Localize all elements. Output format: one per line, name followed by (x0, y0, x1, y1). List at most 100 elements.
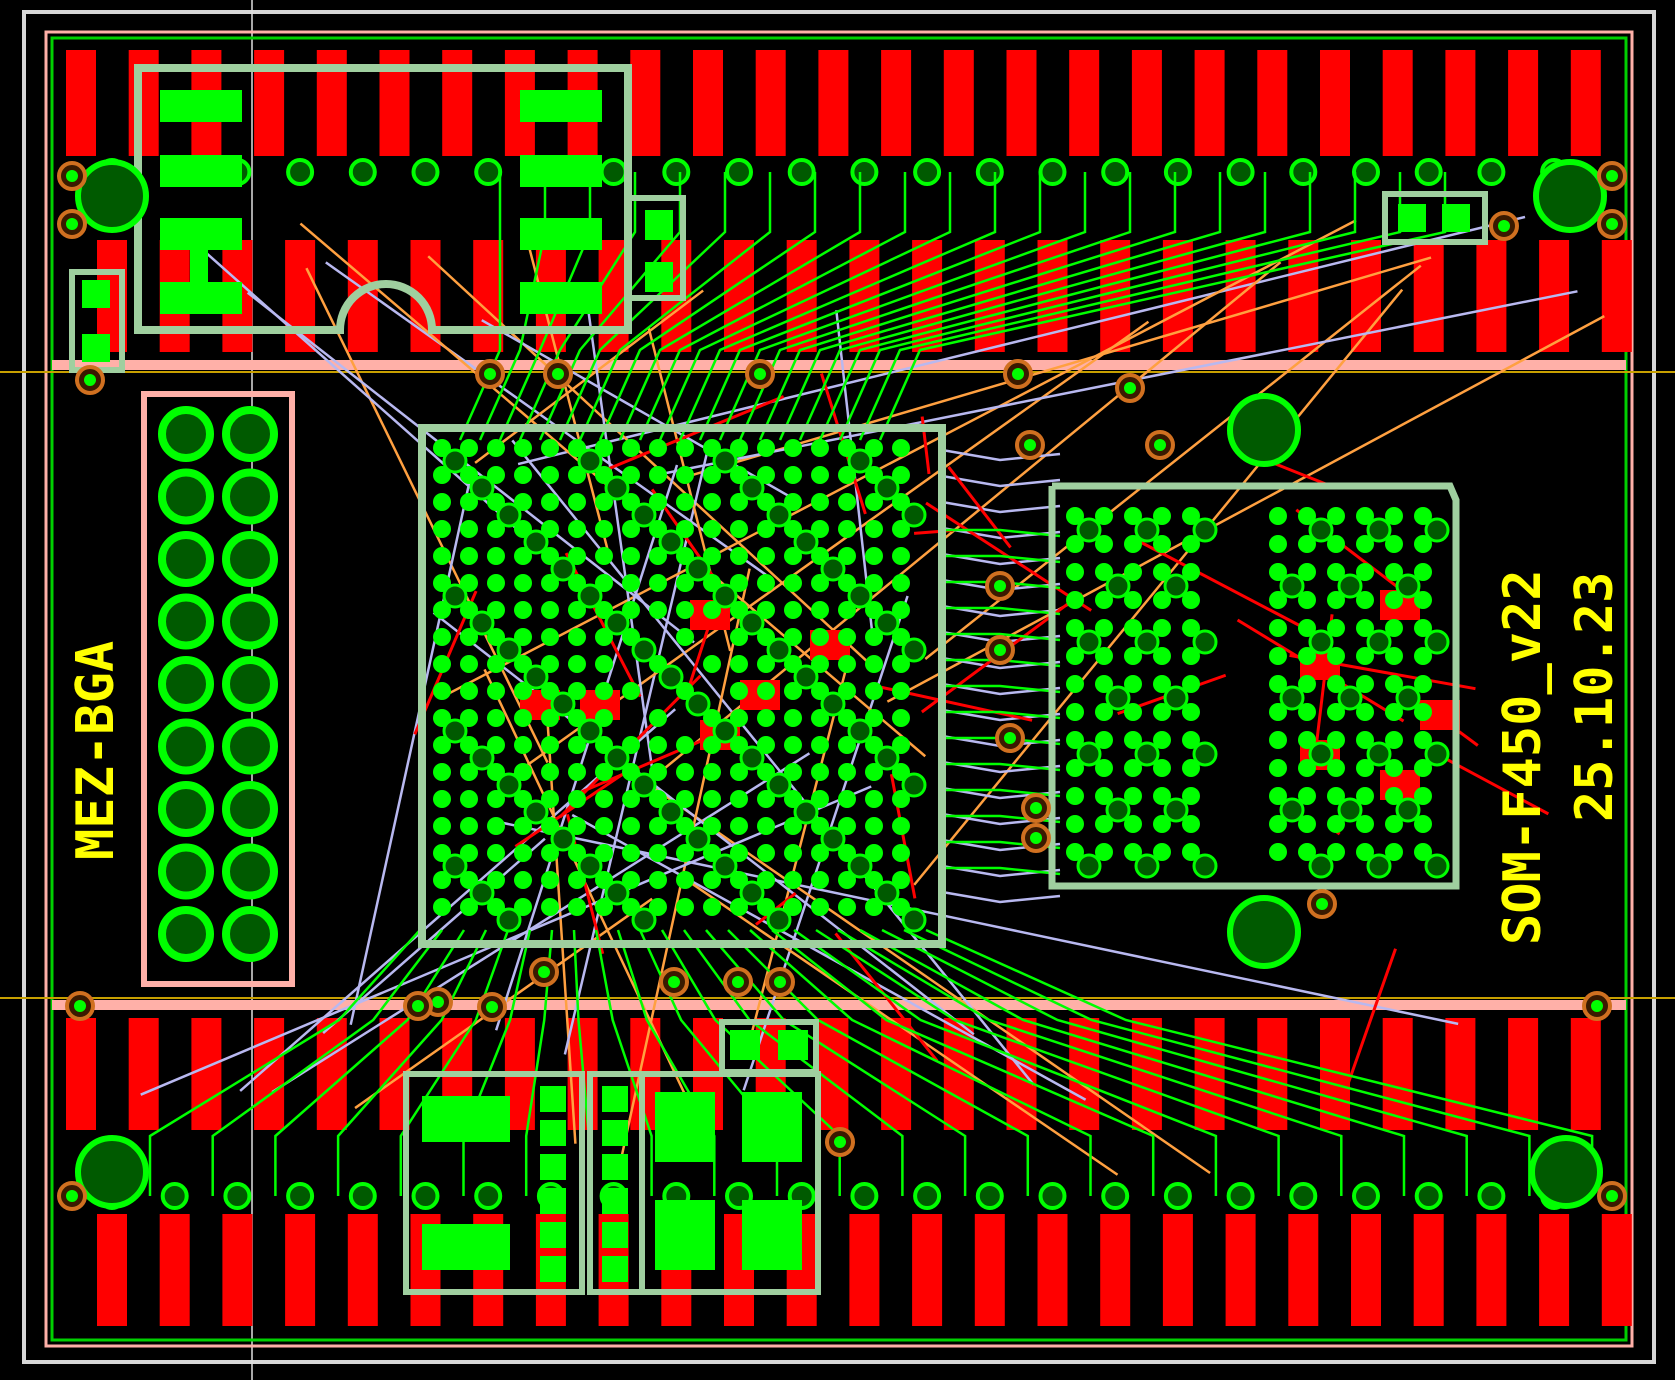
bga-ball (730, 817, 748, 835)
bga-via (874, 610, 900, 636)
bga-ball (433, 547, 451, 565)
bga-ball (1269, 731, 1287, 749)
bga-ball (433, 520, 451, 538)
bga-ball (649, 844, 667, 862)
copper-trace (1136, 539, 1304, 629)
fanout-trace (940, 632, 1061, 642)
bga-ball (784, 574, 802, 592)
bga-ball (487, 736, 505, 754)
header-pin (158, 593, 214, 650)
bga-ball (1182, 815, 1200, 833)
edge-pad (1382, 1018, 1413, 1130)
bga-ball (1414, 843, 1432, 861)
bga-ball (676, 628, 694, 646)
fanout-trace (638, 929, 779, 1196)
bga-ball (784, 439, 802, 457)
edge-pad (1445, 50, 1476, 156)
bga-via (1395, 685, 1421, 711)
edge-pad (159, 1214, 190, 1326)
smd-pad (540, 1154, 566, 1180)
bga-via (658, 664, 684, 690)
bga-ball (1269, 535, 1287, 553)
bga-via (712, 853, 738, 879)
bga-ball (1066, 535, 1084, 553)
bga-ball (865, 709, 883, 727)
bga-ball (730, 709, 748, 727)
bga-via (1366, 517, 1392, 543)
fanout-trace (815, 928, 1280, 1196)
bga-ball (676, 790, 694, 808)
bga-via (658, 799, 684, 825)
bga-via (442, 583, 468, 609)
bga-ball (1066, 647, 1084, 665)
bga-ball (1414, 675, 1432, 693)
bga-ball (622, 466, 640, 484)
mounting-hole (1227, 393, 1301, 467)
bga-ball (514, 466, 532, 484)
bga-via (631, 637, 657, 663)
bga-ball (649, 493, 667, 511)
bga-ball (541, 628, 559, 646)
inner-trace (941, 890, 1061, 904)
inner-trace (649, 290, 1578, 478)
bga-ball (1066, 675, 1084, 693)
fanout-trace (462, 929, 532, 1196)
edge-via (1226, 1182, 1255, 1210)
bga-ball (1356, 675, 1374, 693)
bga-ball (1153, 759, 1171, 777)
bga-ball (1095, 759, 1113, 777)
edge-pad (1162, 1214, 1193, 1326)
bga-ball (460, 709, 478, 727)
fanout-trace (678, 172, 997, 441)
top-divider (52, 360, 1626, 370)
edge-pad (1570, 1018, 1601, 1130)
bga-via (1337, 685, 1363, 711)
bga-ball (1269, 843, 1287, 861)
bga-ball (1095, 731, 1113, 749)
bga-ball (865, 817, 883, 835)
edge-via (913, 158, 942, 186)
bga-ball (568, 682, 586, 700)
bga-ball (1124, 591, 1142, 609)
bga-ball (622, 439, 640, 457)
bga-ball (1298, 731, 1316, 749)
bga-ball (595, 574, 613, 592)
inner-trace (481, 319, 803, 505)
bga-via (766, 772, 792, 798)
mounting-hole (75, 159, 149, 233)
edge-pad (1257, 1018, 1288, 1130)
bga-ball (1095, 507, 1113, 525)
bga-via (1308, 517, 1334, 543)
mounting-hole (1227, 895, 1301, 969)
bga-ball (784, 817, 802, 835)
header-pin (222, 593, 278, 650)
via-drill (484, 368, 496, 380)
bga-ball (784, 547, 802, 565)
bga-ball (460, 817, 478, 835)
edge-pad (1601, 1214, 1632, 1326)
bga-via (523, 664, 549, 690)
ground-plane-outline (50, 36, 1628, 1342)
bga-ball (838, 628, 856, 646)
bga-ball (838, 547, 856, 565)
bga-ball (892, 439, 910, 457)
edge-via (411, 158, 440, 186)
bga-via (1105, 797, 1131, 823)
bga-via (1395, 797, 1421, 823)
bga-ball (1327, 815, 1345, 833)
bga-ball (1385, 731, 1403, 749)
left-board-label: MEZ-BGA (66, 641, 126, 860)
edge-via (1038, 1182, 1067, 1210)
bga-ball (730, 520, 748, 538)
bga-via (820, 826, 846, 852)
bga-ball (1153, 563, 1171, 581)
bga-ball (1153, 507, 1171, 525)
edge-pad (1413, 240, 1444, 352)
bga-ball (1095, 535, 1113, 553)
bga-ball (649, 439, 667, 457)
bga-via (496, 637, 522, 663)
bga-ball (730, 547, 748, 565)
via-drill (668, 976, 680, 988)
bga-via (1192, 629, 1218, 655)
bga-ball (487, 439, 505, 457)
